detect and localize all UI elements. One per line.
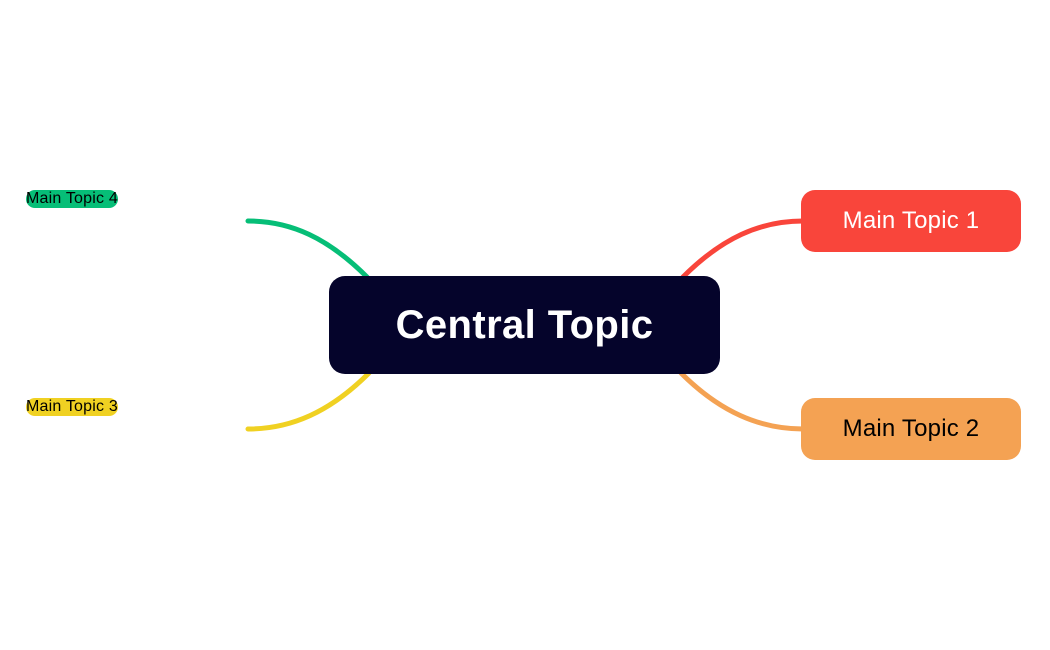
mind-map-node-topic-4[interactable]: Main Topic 4 <box>26 190 118 208</box>
node-label-topic-4: Main Topic 4 <box>26 190 118 207</box>
node-label-topic-2: Main Topic 2 <box>842 415 980 442</box>
mind-map-node-topic-1[interactable]: Main Topic 1 <box>801 190 1021 252</box>
connector-topic-3 <box>245 370 372 432</box>
connector-topic-4 <box>245 218 370 280</box>
mind-map-node-central[interactable]: Central Topic <box>329 276 720 374</box>
node-label-topic-1: Main Topic 1 <box>842 207 980 234</box>
connector-topic-2 <box>678 370 806 432</box>
connector-topic-1 <box>680 218 806 280</box>
node-label-central: Central Topic <box>395 302 654 347</box>
mind-map-node-topic-2[interactable]: Main Topic 2 <box>801 398 1021 460</box>
node-label-topic-3: Main Topic 3 <box>26 398 118 415</box>
mind-map-node-topic-3[interactable]: Main Topic 3 <box>26 398 118 416</box>
